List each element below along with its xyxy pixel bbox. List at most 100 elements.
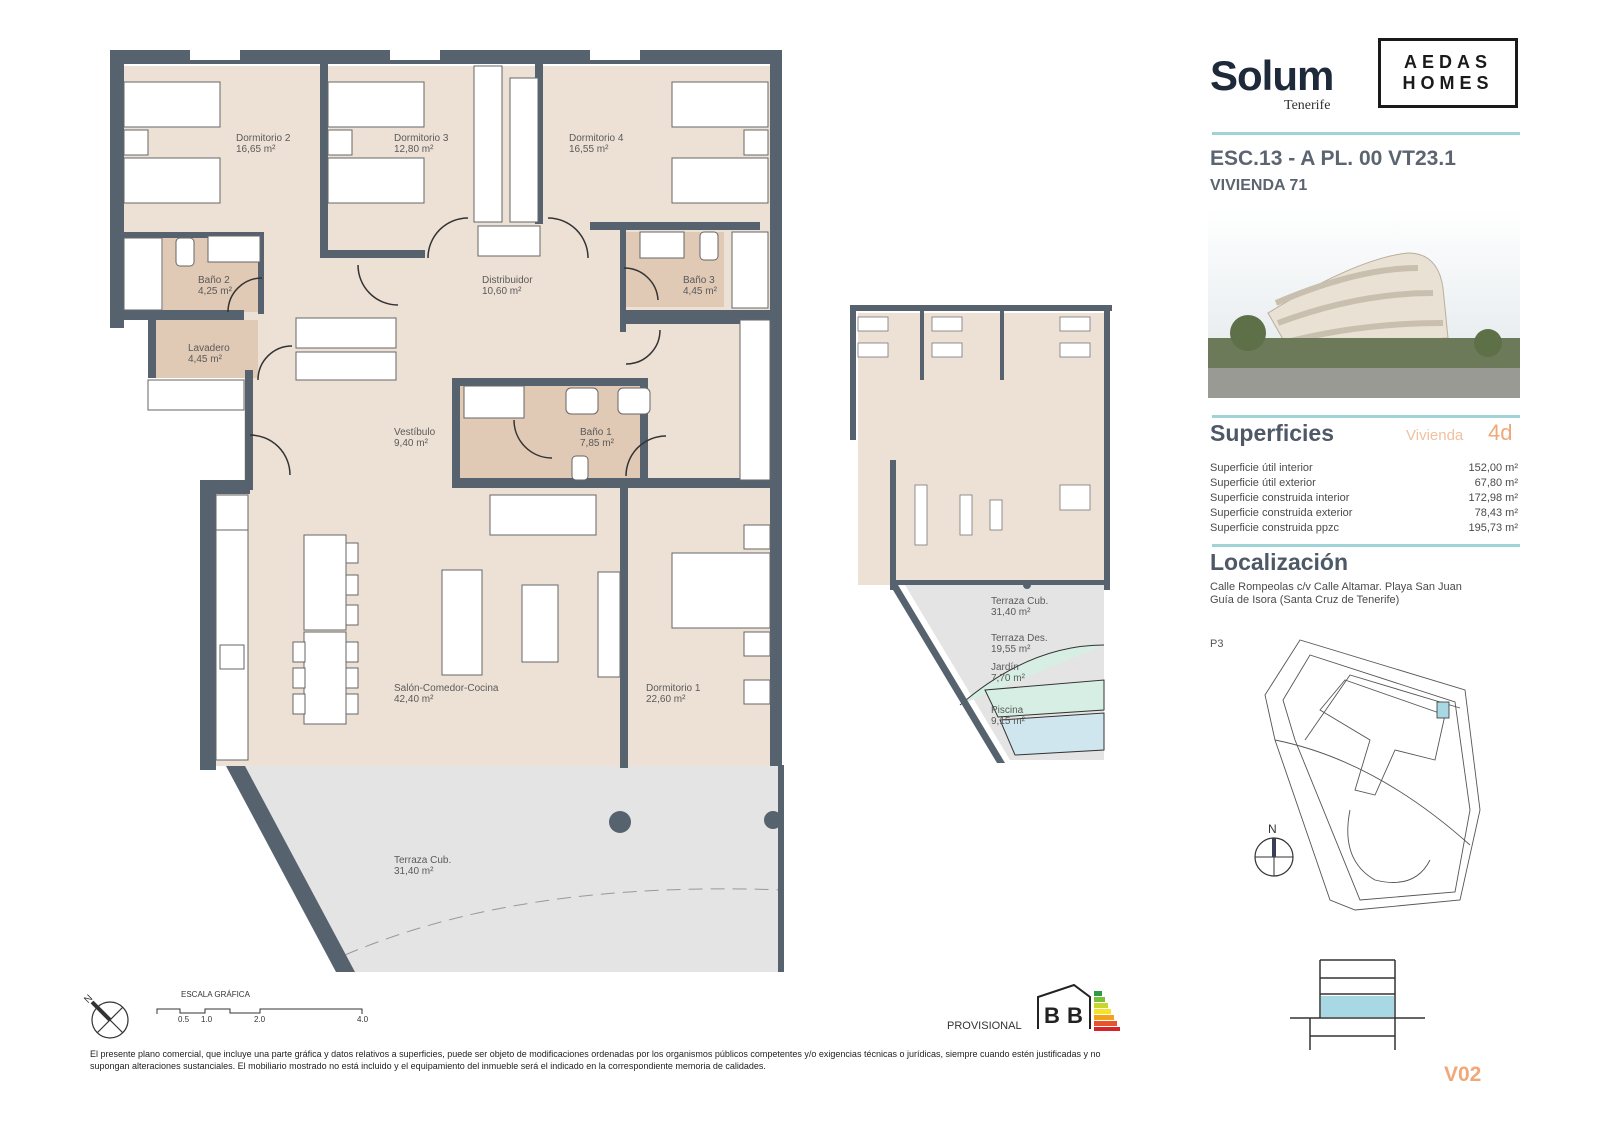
surface-value: 172,98 m² [1468, 492, 1518, 504]
energy-rating-consumption: B [1044, 1003, 1060, 1028]
surface-value: 195,73 m² [1468, 522, 1518, 534]
dwelling-type-label: Vivienda [1406, 427, 1464, 444]
room-name: Vestíbulo [394, 427, 436, 438]
room-area: 7,85 m² [580, 438, 614, 449]
legal-disclaimer: El presente plano comercial, que incluye… [90, 1049, 1101, 1071]
energy-rating-emissions: B [1067, 1003, 1083, 1028]
room-area: 31,40 m² [394, 866, 434, 877]
compass-icon: N [82, 993, 129, 1039]
site-plan-map [1264, 639, 1481, 911]
surface-row: Superficie construida interior 172,98 m² [1210, 492, 1518, 504]
surface-label: Superficie útil exterior [1210, 477, 1316, 489]
room-area: 4,45 m² [188, 354, 222, 365]
room-area: 9,15 m² [991, 716, 1025, 727]
room-area: 4,45 m² [683, 286, 717, 297]
room-area: 4,25 m² [198, 286, 232, 297]
solum-logo-subtitle: Tenerife [1284, 98, 1331, 113]
aedas-homes-logo: AEDAS HOMES [1378, 38, 1518, 108]
room-name: Dormitorio 1 [646, 683, 701, 694]
energy-certificate-badge: B B [1036, 983, 1122, 1031]
surface-label: Superficie construida exterior [1210, 507, 1353, 519]
room-name: Salón-Comedor-Cocina [394, 683, 499, 694]
room-name: Terraza Des. [991, 633, 1048, 644]
solum-logo: Solum [1210, 52, 1334, 99]
room-area: 10,60 m² [482, 286, 522, 297]
room-area: 16,55 m² [569, 144, 609, 155]
mini-floor-plan [850, 305, 1112, 763]
room-name: Baño 2 [198, 275, 230, 286]
room-area: 22,60 m² [646, 694, 686, 705]
scale-bar [156, 1008, 363, 1014]
surface-row: Superficie útil exterior 67,80 m² [1210, 477, 1518, 489]
room-name: Dormitorio 3 [394, 133, 449, 144]
room-name: Piscina [991, 705, 1024, 716]
location-title: Localización [1210, 549, 1349, 575]
room-area: 31,40 m² [991, 607, 1031, 618]
unit-code: ESC.13 - A PL. 00 VT23.1 [1210, 147, 1456, 170]
surface-label: Superficie construida ppzc [1210, 522, 1340, 534]
scale-tick: 4.0 [357, 1015, 369, 1024]
surface-label: Superficie construida interior [1210, 492, 1350, 504]
room-name: Dormitorio 4 [569, 133, 624, 144]
building-render-image [1208, 208, 1520, 398]
mini-room-terraza-cub: Terraza Cub.31,40 m² [991, 596, 1048, 618]
room-terraza-cub: Terraza Cub.31,40 m² [394, 855, 451, 877]
room-name: Terraza Cub. [394, 855, 452, 866]
room-name: Dormitorio 2 [236, 133, 291, 144]
mini-room-terraza-des: Terraza Des.19,55 m² [991, 633, 1048, 655]
aedas-logo-line2: HOMES [1402, 73, 1494, 93]
room-name: Jardín [991, 662, 1019, 673]
divider [1212, 132, 1520, 135]
main-floor-plan [110, 50, 785, 972]
room-name: Baño 1 [580, 427, 612, 438]
dwelling-type-value: 4d [1488, 420, 1513, 445]
energy-status: PROVISIONAL [947, 1020, 1022, 1032]
room-area: 12,80 m² [394, 144, 434, 155]
scale-tick: 2.0 [254, 1015, 266, 1024]
surface-value: 78,43 m² [1474, 507, 1518, 519]
room-area: 9,40 m² [394, 438, 428, 449]
scale-tick: 0.5 [178, 1015, 190, 1024]
scale-tick: 1.0 [201, 1015, 213, 1024]
scale-title: ESCALA GRÁFICA [181, 990, 250, 999]
surface-label: Superficie útil interior [1210, 462, 1313, 474]
surface-value: 67,80 m² [1474, 477, 1518, 489]
surface-value: 152,00 m² [1468, 462, 1518, 474]
address-line-1: Calle Rompeolas c/v Calle Altamar. Playa… [1210, 581, 1462, 593]
room-name: Baño 3 [683, 275, 715, 286]
divider [1212, 544, 1520, 547]
version-label: V02 [1444, 1063, 1482, 1086]
aedas-logo-line1: AEDAS [1403, 52, 1492, 72]
address-line-2: Guía de Isora (Santa Cruz de Tenerife) [1210, 594, 1400, 606]
surface-row: Superficie útil interior 152,00 m² [1210, 462, 1518, 474]
room-name: Distribuidor [482, 275, 533, 286]
unit-name: VIVIENDA 71 [1210, 177, 1308, 194]
room-area: 16,65 m² [236, 144, 276, 155]
location-address: Calle Rompeolas c/v Calle Altamar. Playa… [1210, 581, 1462, 607]
room-name: Terraza Cub. [991, 596, 1049, 607]
room-area: 42,40 m² [394, 694, 434, 705]
surface-row: Superficie construida ppzc 195,73 m² [1210, 522, 1518, 534]
north-arrow-icon [1254, 837, 1294, 877]
site-plan-label: P3 [1210, 638, 1224, 650]
north-label: N [1268, 822, 1277, 836]
surfaces-title: Superficies [1210, 420, 1334, 446]
room-area: 19,55 m² [991, 644, 1031, 655]
room-area: 7,70 m² [991, 673, 1025, 684]
surface-row: Superficie construida exterior 78,43 m² [1210, 507, 1518, 519]
building-section-diagram [1290, 959, 1425, 1050]
room-name: Lavadero [188, 343, 230, 354]
